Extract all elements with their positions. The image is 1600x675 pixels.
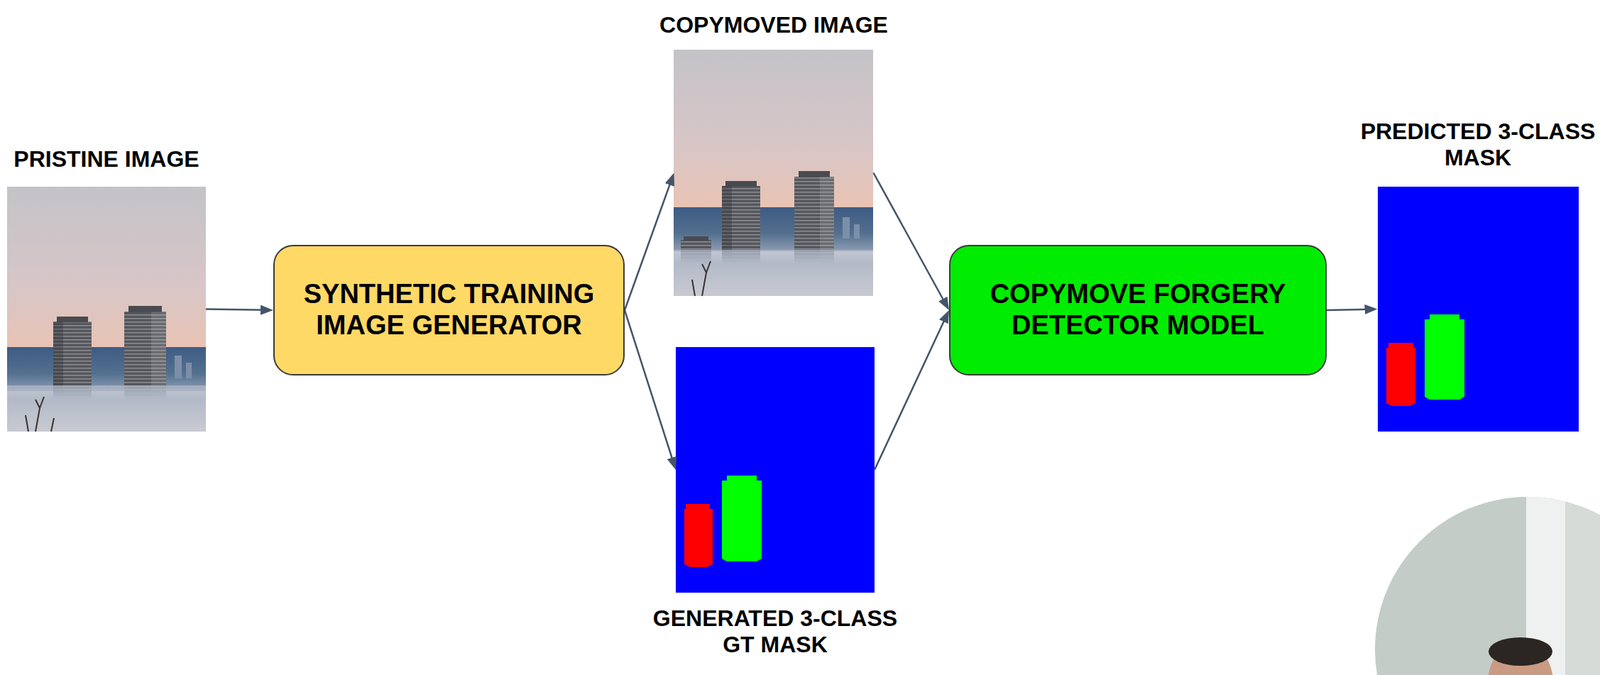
webcam-hair bbox=[1488, 637, 1553, 666]
box-label: COPYMOVE FORGERY DETECTOR MODEL bbox=[971, 278, 1304, 341]
pristine-image: PRISTINE IMAGE bbox=[0, 146, 213, 432]
tower-cap bbox=[683, 236, 709, 241]
tower-cap bbox=[798, 171, 830, 178]
model-box: COPYMOVE FORGERY DETECTOR MODEL bbox=[949, 244, 1327, 376]
mask-background bbox=[675, 347, 875, 593]
pristine-photo bbox=[7, 186, 206, 432]
sky bbox=[673, 49, 874, 212]
mask-target-region bbox=[1386, 342, 1416, 407]
predicted-mask-image: PREDICTED 3-CLASS MASK bbox=[1357, 118, 1599, 432]
webcam-wall bbox=[1565, 493, 1600, 675]
flow-arrow bbox=[873, 173, 947, 305]
mask-source-region bbox=[1424, 314, 1465, 400]
twigs bbox=[692, 261, 711, 297]
tower-cap bbox=[56, 316, 89, 323]
gt-mask bbox=[675, 347, 875, 593]
image-heading: PREDICTED 3-CLASS MASK bbox=[1357, 118, 1599, 172]
distant-building bbox=[842, 217, 850, 239]
flow-arrow bbox=[624, 310, 674, 463]
flow-arrow bbox=[874, 316, 947, 470]
image-heading: COPYMOVED IMAGE bbox=[638, 12, 909, 39]
distant-building bbox=[185, 362, 192, 379]
fog bbox=[7, 385, 206, 432]
image-heading: GENERATED 3-CLASS GT MASK bbox=[640, 605, 911, 659]
distant-building bbox=[853, 224, 860, 239]
mask-target-region bbox=[684, 503, 713, 568]
predicted-mask bbox=[1377, 186, 1579, 432]
image-frame bbox=[674, 49, 874, 297]
image-frame bbox=[1377, 186, 1579, 432]
flow-arrow bbox=[1326, 309, 1371, 311]
copymoved-photo bbox=[673, 49, 874, 297]
sky bbox=[7, 186, 206, 354]
webcam-inset bbox=[1370, 493, 1600, 675]
fog bbox=[673, 249, 874, 297]
twigs bbox=[25, 396, 54, 432]
mask-source-region bbox=[721, 475, 762, 562]
gt-mask-image: GENERATED 3-CLASS GT MASK bbox=[640, 347, 911, 659]
image-frame bbox=[7, 186, 206, 432]
image-frame bbox=[675, 347, 875, 593]
mask-background bbox=[1377, 186, 1579, 432]
process-box: SYNTHETIC TRAINING IMAGE GENERATOR bbox=[273, 244, 625, 376]
copymoved-image: COPYMOVED IMAGE bbox=[638, 12, 909, 297]
tower-cap bbox=[128, 305, 162, 313]
distant-building bbox=[174, 355, 182, 379]
flow-arrow bbox=[624, 179, 672, 311]
image-heading: PRISTINE IMAGE bbox=[0, 146, 213, 173]
horizon-band bbox=[7, 347, 206, 392]
flow-arrow bbox=[205, 309, 267, 311]
tower-cap bbox=[725, 181, 757, 187]
box-label: SYNTHETIC TRAINING IMAGE GENERATOR bbox=[296, 278, 602, 341]
